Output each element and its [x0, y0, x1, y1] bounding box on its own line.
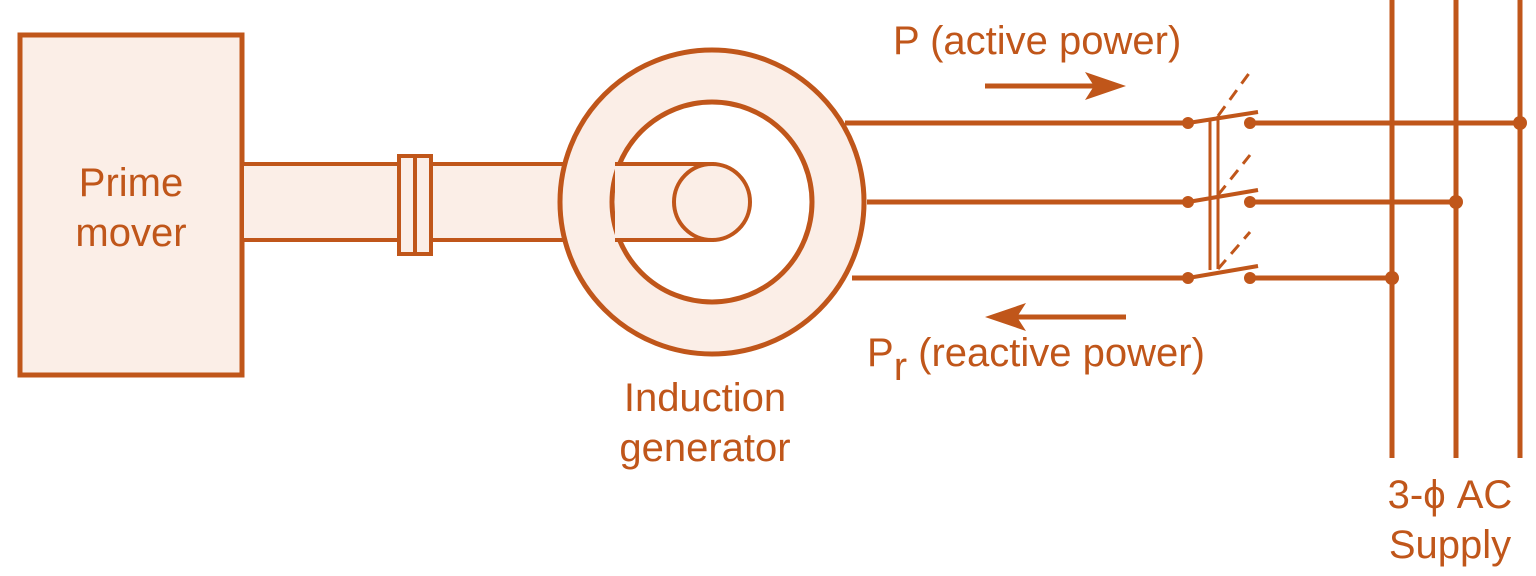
reactive-power-label: Pr (reactive power) — [867, 328, 1205, 389]
shaft-end — [672, 162, 752, 242]
supply-line2: Supply — [1388, 523, 1512, 567]
prime-mover-line2: mover — [75, 211, 187, 255]
active-power-label: P (active power) — [893, 19, 1182, 63]
switch-gang-dash — [1216, 71, 1252, 117]
switch-blade — [1187, 110, 1259, 125]
switch-gang-dash — [1216, 154, 1252, 196]
reactive-power-text: (reactive power) — [907, 331, 1205, 375]
generator-line1: Induction — [623, 376, 787, 420]
reactive-power-subscript: r — [893, 345, 908, 389]
prime-mover-label: Prime mover — [20, 158, 242, 258]
reactive-power-arrowhead — [985, 303, 1026, 331]
active-power-arrowhead — [1085, 72, 1126, 100]
switch-blade — [1187, 188, 1259, 204]
prime-mover-box — [17, 32, 245, 378]
generator-line2: generator — [619, 426, 791, 470]
junction-dot — [1449, 195, 1463, 209]
junction-dot — [1385, 271, 1399, 285]
junction-dot — [1513, 116, 1527, 130]
supply-line1: 3-ϕ AC — [1387, 473, 1513, 517]
switch-gang-dash — [1216, 231, 1252, 270]
generator-label: Induction generator — [560, 373, 850, 473]
supply-label: 3-ϕ AC Supply — [1366, 470, 1534, 570]
prime-mover-line1: Prime — [78, 161, 184, 205]
reactive-power-symbol: P — [867, 331, 894, 375]
switch-blade — [1187, 264, 1259, 280]
